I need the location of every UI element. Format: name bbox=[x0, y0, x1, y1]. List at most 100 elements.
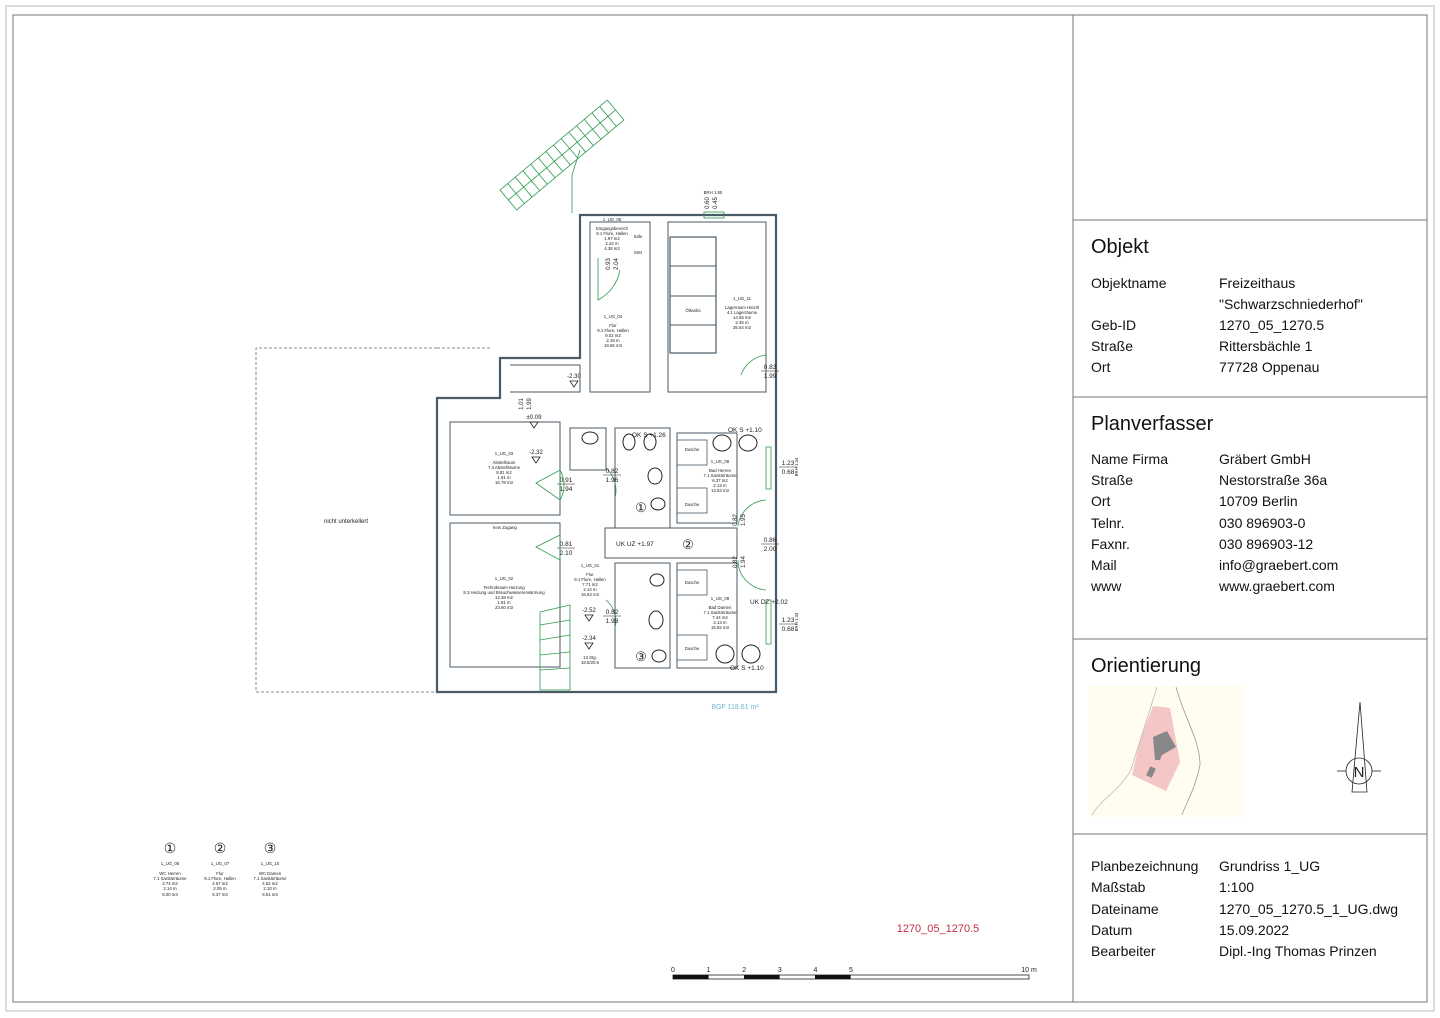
height-mark: OK S +1.10 bbox=[728, 427, 762, 434]
room-volume: 4.38 m3 bbox=[604, 246, 620, 251]
sill-height: BRH 1.34 bbox=[794, 612, 799, 631]
scale-tick-label: 2 bbox=[742, 967, 746, 974]
level-triangle-icon bbox=[584, 614, 594, 622]
door-width: 0.91 bbox=[560, 477, 573, 484]
shower-label: Dusche bbox=[685, 447, 700, 452]
room-volume: 19.66 m3 bbox=[604, 343, 623, 348]
door-height: 0.45 bbox=[713, 197, 719, 209]
scale-tick-label: 0 bbox=[671, 967, 675, 974]
room-category: 8.3 Heizung und Brauchwassererwärmung bbox=[463, 590, 545, 595]
level-mark: -2.52 bbox=[582, 608, 596, 614]
safe-label: Safe bbox=[634, 234, 643, 239]
info-key: Datum bbox=[1091, 921, 1133, 938]
legend-room-category: 7.1 Sanitärräume bbox=[254, 876, 288, 881]
room-number-marker: ② bbox=[682, 537, 694, 552]
door-width: 0.60 bbox=[705, 197, 711, 209]
info-key: Bearbeiter bbox=[1091, 943, 1156, 960]
info-key: Name Firma bbox=[1091, 451, 1169, 467]
room-area: 8.81 m2 bbox=[496, 470, 512, 475]
info-value: 1:100 bbox=[1219, 879, 1255, 896]
room-area: 7.71 m2 bbox=[582, 582, 598, 587]
info-value: www.graebert.com bbox=[1219, 578, 1335, 595]
unexcavated-label: nicht unterkellert bbox=[324, 519, 368, 525]
info-key: Straße bbox=[1091, 338, 1134, 354]
level-triangle-icon bbox=[584, 642, 594, 650]
room-area: 12.38 m2 bbox=[495, 595, 514, 600]
legend-room-id: 1_UG_06 bbox=[161, 861, 180, 866]
info-key: Straße bbox=[1091, 472, 1134, 489]
info-value: 1270_05_1270.5 bbox=[1219, 317, 1325, 333]
shower-label: Dusche bbox=[685, 502, 700, 507]
room-category: 7.1 Sanitärräume bbox=[704, 610, 738, 615]
room-height: 2.45 m bbox=[735, 320, 749, 325]
door-width: 0.86 bbox=[764, 537, 777, 544]
objekt-heading: Objekt bbox=[1091, 236, 1149, 258]
room-category: 9.1 Flure, Hallen bbox=[574, 577, 606, 582]
room-name: Flur bbox=[609, 323, 617, 328]
info-value: 030 896903-0 bbox=[1219, 514, 1306, 531]
door-width: 0.82 bbox=[733, 556, 739, 568]
titleblock-orientierung: Orientierung bbox=[1074, 639, 1426, 834]
door-width: 1.23 bbox=[782, 460, 795, 467]
stairs-count: 13 Stg. bbox=[583, 655, 597, 660]
room-id: 1_UG_09 bbox=[711, 596, 730, 601]
info-key: Objektname bbox=[1091, 275, 1167, 291]
bgf-label: BGF 118.61 m² bbox=[711, 704, 759, 711]
room-category: 7.1 Sanitärräume bbox=[704, 473, 738, 478]
legend-number: ③ bbox=[264, 840, 277, 856]
room-height: 2.14 m bbox=[583, 587, 597, 592]
room-id: 1_UG_05 bbox=[603, 217, 622, 222]
oeltanks-label: Öltanks bbox=[685, 307, 701, 313]
height-mark: UK DZ +2.02 bbox=[750, 599, 788, 606]
info-key: Geb-ID bbox=[1091, 317, 1137, 333]
room-volume: 16.53 m3 bbox=[581, 592, 600, 597]
info-key: www bbox=[1091, 578, 1122, 595]
legend-room-name: WC Damen bbox=[259, 871, 282, 876]
door-height: 1.93 bbox=[606, 618, 619, 625]
door-width: 0.81 bbox=[560, 541, 573, 548]
sanitary-fixtures bbox=[581, 431, 761, 664]
room-id: 1_UG_03 bbox=[495, 451, 514, 456]
plan-id-label: 1270_05_1270.5 bbox=[897, 923, 980, 935]
door-height: 0.68 bbox=[782, 469, 795, 476]
info-value: 10709 Berlin bbox=[1219, 493, 1298, 510]
planverfasser-heading: Planverfasser bbox=[1091, 413, 1214, 435]
room-name: Flur bbox=[586, 572, 594, 577]
unexcavated-area: nicht unterkellert bbox=[255, 347, 492, 693]
legend-room-height: 2.14 m bbox=[163, 886, 177, 891]
scale-tick-label: 4 bbox=[813, 967, 817, 974]
door-width: 0.82 bbox=[606, 468, 619, 475]
level-mark: ±0.09 bbox=[527, 415, 543, 421]
info-row: Telnr.030 896903-0 bbox=[1091, 515, 1421, 535]
door-width: 0.93 bbox=[606, 258, 612, 270]
room-name: Lagerraum Heizöl bbox=[725, 305, 759, 310]
room-height: 1.91 m bbox=[497, 475, 511, 480]
room-name: Technikraum Heizung bbox=[483, 585, 525, 590]
level-triangle-icon bbox=[531, 456, 541, 464]
info-value: 030 896903-12 bbox=[1219, 535, 1314, 552]
building-walls bbox=[435, 213, 778, 694]
north-arrow-icon bbox=[1337, 701, 1381, 793]
room-volume: 23.60 m3 bbox=[495, 605, 514, 610]
room-height: 2.18 m bbox=[606, 338, 620, 343]
level-triangle-icon bbox=[529, 421, 539, 429]
level-mark: -2.32 bbox=[529, 450, 543, 456]
room-name: Bad Herren bbox=[709, 468, 732, 473]
scale-tick-label: 5 bbox=[849, 967, 853, 974]
room-id: 1_UG_02 bbox=[495, 576, 514, 581]
scale-tick-label: 10 m bbox=[1021, 967, 1037, 974]
info-row: www www.graebert.com bbox=[1091, 578, 1421, 598]
door-height: 0.68 bbox=[782, 626, 795, 633]
door-height: 2.00 bbox=[764, 546, 777, 553]
room-category: 7.3 Abstellräume bbox=[488, 465, 521, 470]
